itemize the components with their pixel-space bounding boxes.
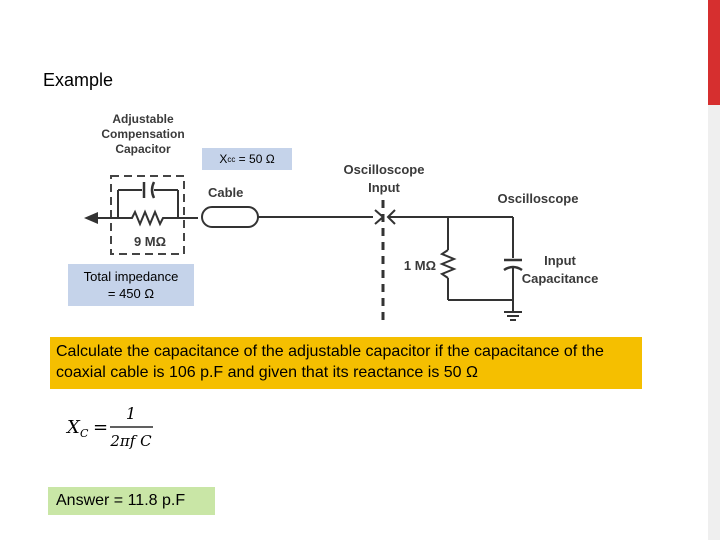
input-capacitance-label-line2: Capacitance <box>522 271 599 286</box>
scope-input-label-line1: Oscilloscope <box>344 162 425 177</box>
formula-equals: = <box>93 417 108 438</box>
adjustable-label-line2: Compensation <box>101 127 184 141</box>
scope-input-label-line2: Input <box>368 180 400 195</box>
probe-circuit-diagram: Adjustable Compensation Capacitor 9 MΩ C… <box>84 112 599 322</box>
total-impedance-box: Total impedance = 450 Ω <box>68 264 194 306</box>
xcc-value: = 50 Ω <box>235 152 275 166</box>
formula-lhs: X <box>65 417 81 438</box>
input-capacitor-plate-b <box>503 265 523 272</box>
xcc-subscript: cc <box>227 154 236 164</box>
scope-input-connector-b <box>386 209 396 225</box>
resistor-9m <box>118 209 178 227</box>
xcc-symbol: X <box>219 152 228 166</box>
accent-bar <box>708 0 720 105</box>
slide-heading: Example <box>43 70 114 90</box>
resistor-9m-label: 9 MΩ <box>134 234 166 249</box>
formula-denominator: 2πf C <box>109 432 152 450</box>
formula-numerator: 1 <box>126 404 136 423</box>
adjustable-label-line1: Adjustable <box>112 112 174 126</box>
compensation-box <box>110 175 185 255</box>
coax-cable <box>201 206 259 228</box>
question-box: Calculate the capacitance of the adjusta… <box>50 337 642 389</box>
total-impedance-line1: Total impedance <box>83 269 179 284</box>
resistor-1m <box>439 249 457 279</box>
adjustable-capacitor-plate-b <box>150 181 156 199</box>
total-impedance-line2: = 450 Ω <box>107 286 155 301</box>
answer-box: Answer = 11.8 p.F <box>48 487 215 515</box>
accent-line <box>708 105 720 540</box>
scope-input-connector <box>374 209 385 225</box>
formula-lhs-sub: C <box>80 427 89 440</box>
cable-label: Cable <box>208 185 243 200</box>
resistor-1m-label: 1 MΩ <box>404 258 436 273</box>
input-capacitance-label-line1: Input <box>544 253 576 268</box>
adjustable-label-line3: Capacitor <box>115 142 171 156</box>
reactance-formula: X C = 1 2πf C <box>65 404 153 450</box>
oscilloscope-label: Oscilloscope <box>498 191 579 206</box>
probe-tip-arrow <box>84 212 98 224</box>
